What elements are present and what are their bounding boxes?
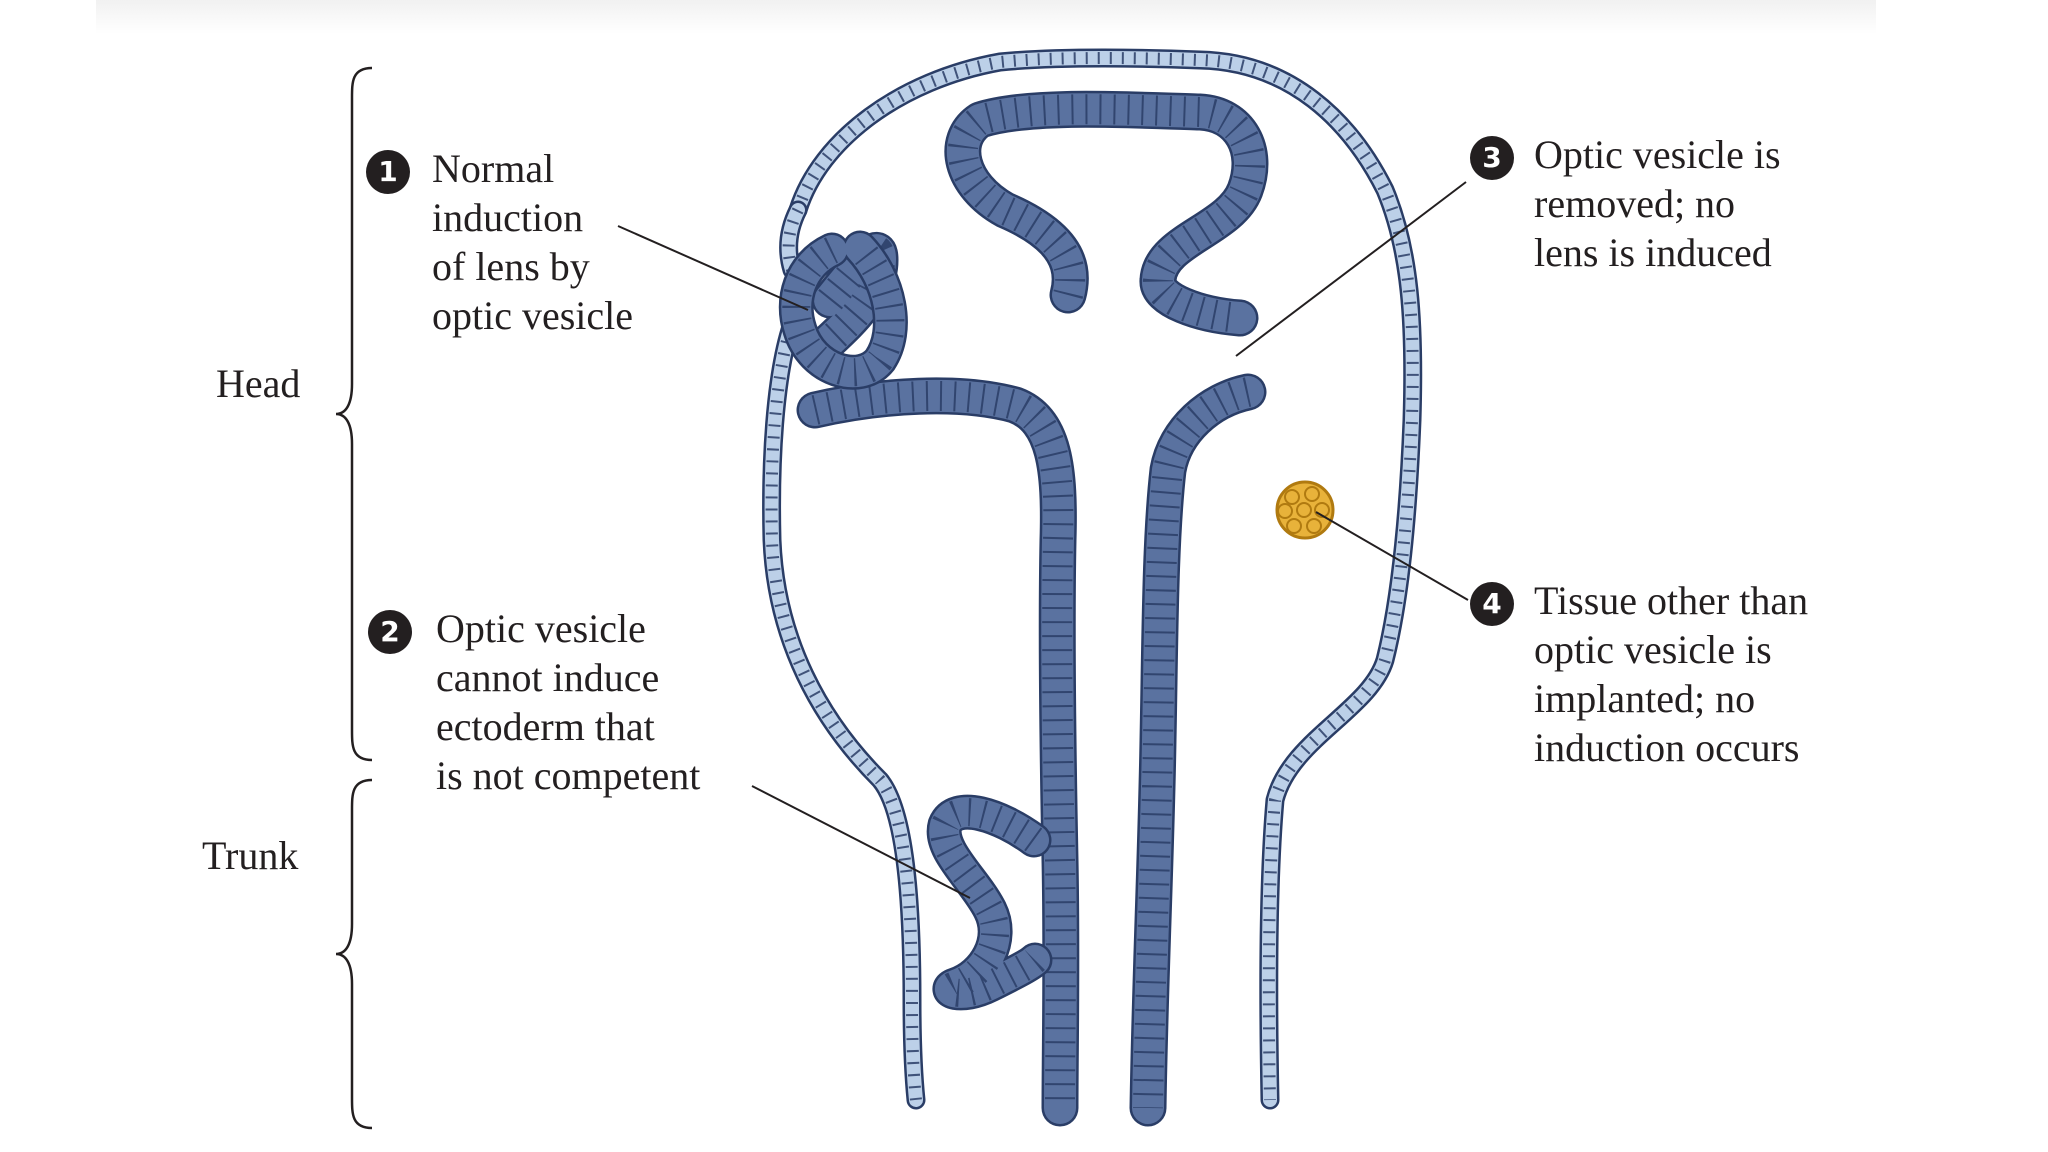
neural-tube-arch [944,90,1269,337]
leader-line-1 [617,225,809,311]
trunk-graft-vesicle [926,794,1053,1011]
head-brace [335,66,373,762]
implanted-tissue [1275,480,1335,540]
callout-4-text: Tissue other than optic vesicle is impla… [1534,578,1809,770]
leader-line-3 [1235,181,1467,357]
ectoderm-right-lower [762,320,926,1110]
trunk-brace [335,778,373,1130]
callout-1-text: Normal induction of lens by optic vesicl… [432,146,634,338]
optic-vesicle [778,230,908,390]
callout-3-marker: 3 [1470,136,1514,180]
region-label-head: Head [216,361,301,406]
ectoderm-left [788,48,1423,1110]
callout-1-marker: 1 [366,150,410,194]
neural-tube-right-wall [1129,373,1267,1127]
leader-line-2 [751,785,971,899]
callout-2-marker: 2 [368,610,412,654]
top-shade [96,0,1876,34]
callout-3-text: Optic vesicle is removed; no lens is ind… [1534,132,1781,275]
leader-line-4 [1315,511,1469,601]
callout-2-text: Optic vesicle cannot induce ectoderm tha… [436,606,701,798]
region-label-trunk: Trunk [202,833,299,878]
callout-4-marker: 4 [1470,582,1514,626]
